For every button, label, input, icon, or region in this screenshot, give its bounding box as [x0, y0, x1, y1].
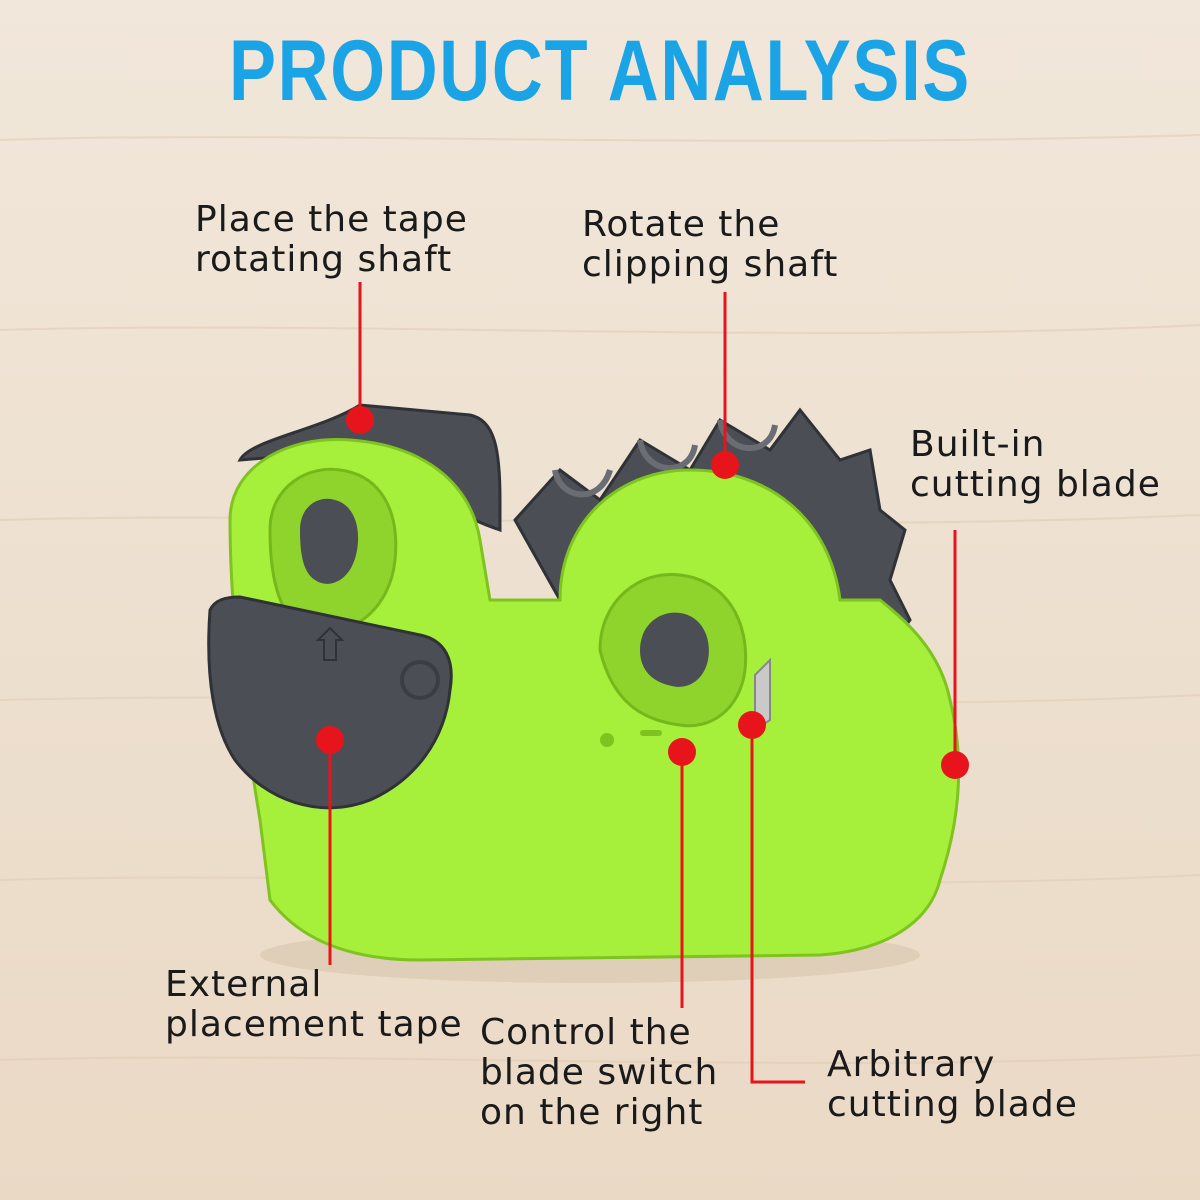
callout-arbitrary-blade: Arbitrary cutting blade: [827, 1045, 1078, 1125]
callout-line: Control the: [480, 1012, 692, 1053]
pointer-dot-blade-switch: [668, 738, 696, 766]
pointer-dot-external-tape: [316, 726, 344, 754]
callout-line: rotating shaft: [195, 239, 453, 280]
callout-line: cutting blade: [827, 1084, 1078, 1125]
pointer-dot-arbitrary-blade: [738, 711, 766, 739]
callout-line: Place the tape: [195, 199, 468, 240]
callout-line: Rotate the: [582, 204, 781, 245]
page-title: PRODUCT ANALYSIS: [229, 23, 971, 119]
callout-line: cutting blade: [910, 464, 1161, 505]
callout-tape-shaft: Place the tape rotating shaft: [195, 200, 468, 280]
pointer-dot-builtin-blade: [941, 751, 969, 779]
callout-line: blade switch: [480, 1052, 719, 1093]
callout-line: Arbitrary: [827, 1044, 996, 1085]
external-cover: [207, 595, 453, 810]
callout-line: External: [165, 964, 323, 1005]
dispenser-body: [228, 437, 961, 962]
callout-line: clipping shaft: [582, 244, 839, 285]
callout-external-tape: External placement tape: [165, 965, 463, 1045]
pointer-dot-tape-shaft: [346, 406, 374, 434]
callout-line: placement tape: [165, 1004, 463, 1045]
pointer-dot-clipping-shaft: [711, 451, 739, 479]
callout-line: on the right: [480, 1092, 704, 1133]
callout-line: Built-in: [910, 424, 1046, 465]
callout-blade-switch: Control the blade switch on the right: [480, 1013, 718, 1133]
pointer-line-arbitrary-blade: [750, 725, 805, 1084]
callout-clipping-shaft: Rotate the clipping shaft: [582, 205, 838, 285]
callout-builtin-blade: Built-in cutting blade: [910, 425, 1161, 505]
